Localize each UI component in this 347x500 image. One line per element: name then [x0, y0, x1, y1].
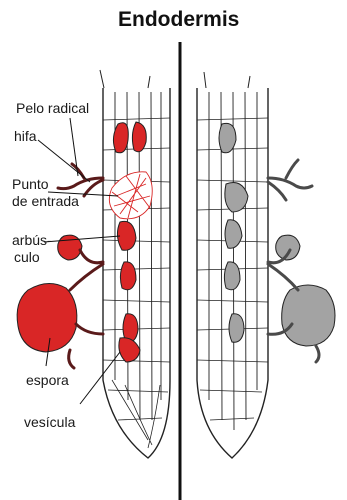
label-arbusculo-2: culo — [14, 249, 40, 266]
left-spore — [17, 283, 77, 352]
label-arbusculo-1: arbús- — [12, 232, 52, 249]
label-pointers — [38, 118, 120, 404]
label-punto-entrada-2: de entrada — [12, 193, 79, 210]
right-spore — [282, 285, 335, 346]
label-hifa: hifa — [14, 128, 37, 145]
label-punto-entrada-1: Punto — [12, 176, 49, 193]
label-espora: espora — [26, 372, 69, 389]
label-pelo-radical: Pelo radical — [16, 100, 89, 117]
left-vesicle-top — [113, 123, 128, 153]
left-vesicle-bottom — [119, 338, 140, 362]
label-vesicula: vesícula — [24, 414, 75, 431]
entry-point-net — [109, 172, 152, 219]
right-fungus — [219, 123, 335, 346]
left-arbuscule-red — [117, 221, 136, 250]
